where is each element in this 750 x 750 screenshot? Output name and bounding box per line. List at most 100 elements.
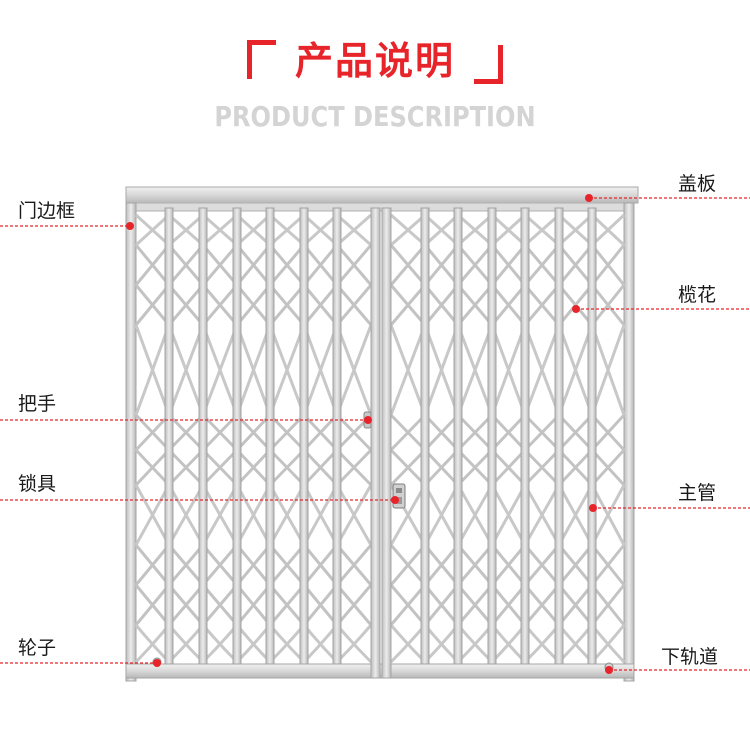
main-tubes [164,207,597,665]
lattice-cross [389,544,427,626]
lattice-arc [235,213,272,247]
lattice-arc [336,213,372,247]
lattice-cross [235,413,272,487]
lattice-arc [168,213,204,247]
lattice-cross [523,413,561,487]
lattice-arc [302,484,339,546]
lattice-cross [590,244,626,326]
lattice-arc [423,484,460,546]
lattice-cross [268,413,306,487]
lattice-arc [235,484,272,546]
lattice-arc [523,484,561,546]
lattice-arc [134,484,171,546]
lattice-cross [523,544,561,626]
label-door-frame: 门边框 [18,200,76,222]
lattice-arc [423,213,460,247]
lattice-arc [268,484,306,546]
main-tube [332,207,342,665]
lattice-arc [456,624,494,664]
lattice-cross [201,544,239,626]
leader-dot [572,305,580,313]
lattice-cross [389,413,427,487]
lattice-arc [390,213,426,247]
lattice-cross [167,244,205,326]
label-lock: 锁具 [18,473,57,495]
leader-dot [126,222,134,230]
main-tube [554,207,564,665]
lattice-cross [423,244,460,326]
main-tube [198,207,208,665]
door-frame-left [125,202,137,682]
lattice-arc [167,324,205,416]
lattice-arc [167,624,205,664]
page-title: 产品说明 [237,36,513,86]
label-wheel: 轮子 [18,637,57,659]
lattice-arc [456,484,494,546]
lattice-arc [201,624,239,664]
page-subtitle: PRODUCT DESCRIPTION [214,100,536,133]
lattice-arc [524,213,560,247]
title-bracket-left [246,40,276,79]
lattice-arc [235,324,272,416]
lattice-cross [134,413,171,487]
lattice-arc [335,484,373,546]
lattice-arc [423,324,460,416]
lattice-cross [456,544,494,626]
lattice-arc [302,324,339,416]
lattice-arc [456,324,494,416]
leader-dot [585,194,593,202]
lattice-arc [268,324,306,416]
page-title-text: 产品说明 [294,39,455,83]
lattice-arc [302,624,339,664]
lattice-cross [557,244,594,326]
lattice-cross [490,413,527,487]
lattice-arc [134,624,171,664]
lattice-cross [557,413,594,487]
lattice-cross [201,244,239,326]
lattice-cross [235,244,272,326]
leader-dot [589,504,597,512]
lattice-arc [590,624,626,664]
cover-plate [125,186,639,204]
lattice-arc [335,324,373,416]
lattice-cross [302,544,339,626]
lattice-arc [490,624,527,664]
lattice-arc [134,324,171,416]
lattice-cross [335,413,373,487]
lattice-cross [335,244,373,326]
lattice-cross [557,544,594,626]
label-handle: 把手 [18,393,57,415]
main-tube [520,207,530,665]
main-tube [164,207,174,665]
lattice-arc [557,624,594,664]
lattice-cross [456,244,494,326]
lattice-arc [235,624,272,664]
lattice-arc [490,213,527,247]
lattice-cross [167,544,205,626]
lattice-cross [302,413,339,487]
main-tube [487,207,497,665]
lattice-cross [523,244,561,326]
lattice-arc [590,324,626,416]
label-main-tube: 主管 [677,482,716,504]
lattice-arc [557,484,594,546]
lattice-arc [202,213,238,247]
lattice-cross [302,244,339,326]
lattice-arc [490,324,527,416]
lattice-arc [590,484,626,546]
main-tube [232,207,242,665]
leader-lines [0,194,750,674]
lattice-cross [389,244,427,326]
lattice-arc [335,624,373,664]
lattice-cross [167,413,205,487]
lattice-cross [268,244,306,326]
leader-dot [391,496,399,504]
lattice-arc [490,484,527,546]
main-tube [420,207,430,665]
leader-dot [605,666,613,674]
lattice-cross [423,413,460,487]
lattice-cross [490,244,527,326]
lattice-arc [523,624,561,664]
lattice-arc [557,213,594,247]
